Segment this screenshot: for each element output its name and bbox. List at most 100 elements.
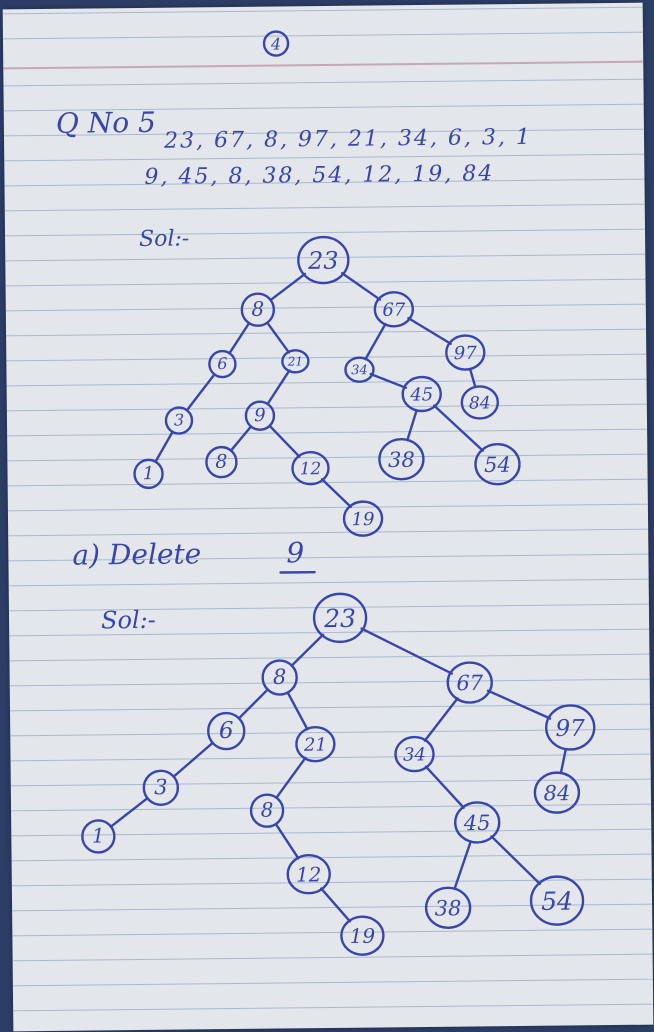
tree-edge [229, 425, 253, 452]
node-label: 6 [219, 718, 234, 744]
node-circle [244, 400, 276, 431]
tree-edge [286, 691, 309, 731]
node-circle [295, 725, 336, 763]
tree-node: 12 [291, 450, 330, 486]
tree-node: 97 [545, 704, 596, 751]
node-circle [142, 769, 180, 806]
node-label: 6 [217, 354, 227, 373]
node-circle [445, 334, 486, 371]
tree-node: 84 [460, 385, 500, 420]
tree-node: 34 [394, 735, 435, 773]
tree-node: 8 [249, 793, 285, 828]
node-circle [286, 854, 331, 895]
node-circle [474, 443, 521, 486]
node-circle [373, 291, 415, 328]
tree-edge [340, 272, 382, 301]
tree-edge [453, 840, 472, 891]
node-circle [342, 500, 384, 537]
node-circle [394, 735, 435, 773]
node-label: 54 [484, 453, 511, 477]
solution-label-1: Sol:- [139, 226, 189, 252]
node-label: 1 [92, 823, 105, 847]
node-circle [281, 349, 310, 374]
node-label: 1 [143, 463, 155, 484]
tree-edge [369, 372, 408, 390]
tree-edge [109, 797, 149, 828]
node-circle [424, 886, 472, 929]
tree-node: 1 [133, 458, 164, 490]
node-label: 45 [463, 811, 491, 835]
node-circle [344, 356, 375, 383]
node-label: 34 [403, 744, 426, 765]
solution-label-2: Sol:- [101, 606, 156, 635]
tree-node: 54 [529, 875, 585, 926]
node-label: 54 [541, 887, 573, 916]
node-label: 67 [456, 671, 484, 695]
node-label: 8 [251, 297, 264, 321]
node-label: 8 [215, 451, 227, 473]
tree-edge [266, 369, 291, 406]
node-label: 97 [454, 343, 478, 364]
node-circle [312, 592, 368, 644]
tree-node: 67 [446, 661, 493, 704]
page-number-text: 4 [270, 34, 281, 53]
node-label: 84 [543, 781, 570, 805]
tree-node: 6 [207, 711, 246, 751]
tree-node: 12 [286, 854, 331, 895]
tree-edge [268, 424, 301, 458]
tree-node: 21 [295, 725, 336, 763]
node-circle [545, 704, 596, 751]
node-label: 19 [350, 924, 376, 948]
tree-edge [424, 765, 465, 809]
tree-edge [468, 367, 477, 389]
node-label: 12 [296, 862, 322, 886]
part-a-heading: a) Delete 9 [72, 536, 316, 574]
tree-edge [423, 697, 459, 742]
tree-node: 19 [342, 500, 384, 537]
tree-edge [320, 478, 352, 509]
tree-node: 8 [205, 445, 238, 479]
node-circle [133, 458, 164, 490]
tree-edge [407, 316, 452, 345]
node-label: 9 [254, 405, 266, 426]
node-label: 38 [435, 896, 462, 920]
tree-node: 21 [281, 349, 310, 374]
tree-node: 67 [373, 291, 415, 328]
node-label: 19 [351, 509, 374, 530]
tree-edge [364, 322, 387, 361]
tree-edge [269, 272, 307, 302]
tree-edge [559, 747, 568, 775]
tree-edge [228, 321, 251, 355]
node-circle [207, 711, 246, 751]
tree-node: 38 [378, 438, 425, 481]
tree-node: 9 [244, 400, 276, 431]
tree-node: 23 [297, 235, 350, 285]
node-circle [261, 659, 298, 696]
node-circle [81, 819, 116, 854]
node-circle [454, 801, 501, 844]
tree-node: 3 [142, 769, 180, 806]
node-label: 3 [154, 775, 168, 799]
tree-edge [406, 409, 418, 442]
tree-node: 38 [424, 886, 472, 929]
node-label: 23 [323, 604, 356, 633]
node-circle [378, 438, 425, 481]
node-circle [291, 450, 330, 486]
tree-edge [490, 835, 542, 886]
question-heading: Q No 5 [56, 106, 156, 140]
tree-edge [486, 689, 552, 720]
sequence-line-2: 9, 45, 8, 38, 54, 12, 19, 84 [144, 161, 494, 190]
node-circle [249, 793, 285, 828]
tree-edge [360, 627, 454, 675]
page-number: 4 [262, 30, 290, 57]
tree-edge [172, 741, 214, 778]
node-label: 8 [273, 665, 287, 689]
node-circle [208, 349, 237, 379]
node-circle [205, 445, 238, 479]
tree-node: 54 [474, 443, 521, 486]
tree-node: 45 [454, 801, 501, 844]
tree-edge [185, 373, 216, 412]
tree-edge [432, 404, 484, 452]
node-circle [446, 661, 493, 704]
